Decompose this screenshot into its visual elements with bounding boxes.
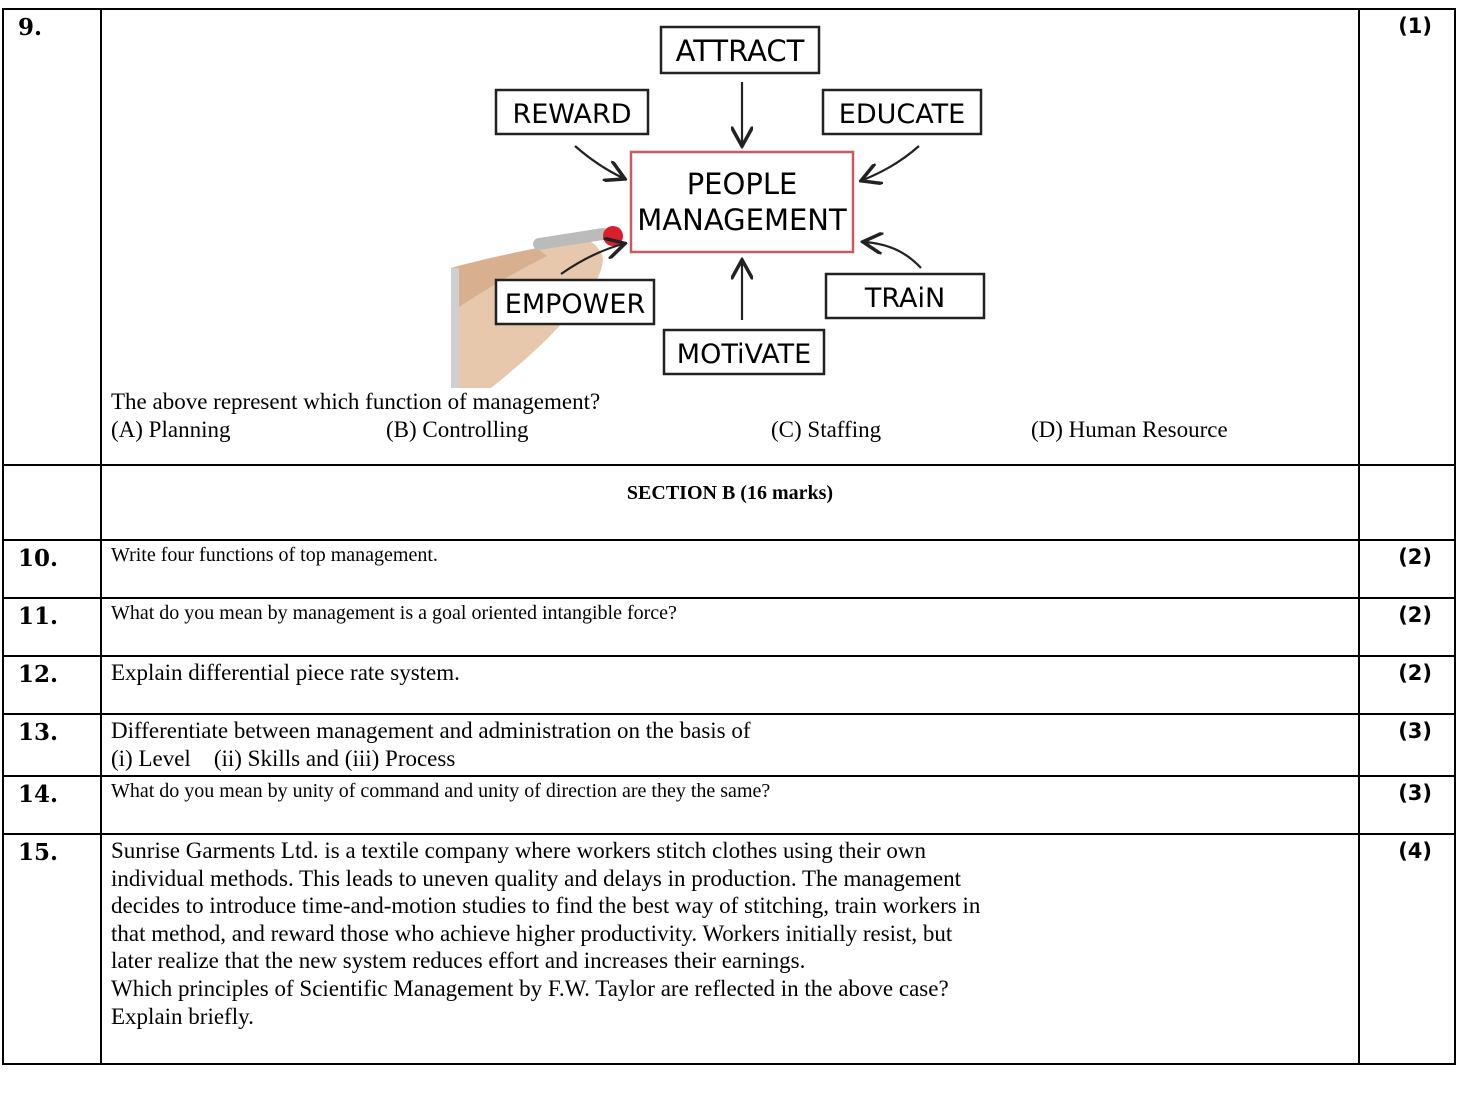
- empty-cell: [2, 464, 102, 541]
- section-heading: SECTION B (16 marks): [100, 464, 1360, 541]
- people-management-diagram: ATTRACT REWARD EDUCATE PEOPLE MANAGEMENT…: [111, 12, 1348, 388]
- options-row: (A) Planning (B) Controlling (C) Staffin…: [111, 416, 1348, 444]
- question-marks: (1): [1358, 8, 1456, 466]
- option-d: (D) Human Resource: [1031, 416, 1228, 442]
- train-label: TRAiN: [864, 283, 945, 314]
- question-number: 14.: [2, 775, 102, 835]
- question-body: ATTRACT REWARD EDUCATE PEOPLE MANAGEMENT…: [100, 8, 1360, 466]
- question-text-line: individual methods. This leads to uneven…: [111, 865, 961, 891]
- marker-body: [533, 228, 609, 250]
- marker-tip: [603, 226, 623, 246]
- people-management-box: [629, 150, 855, 254]
- question-body: Sunrise Garments Ltd. is a textile compa…: [100, 833, 1360, 1065]
- question-text-line: decides to introduce time-and-motion stu…: [111, 893, 981, 919]
- question-text: The above represent which function of ma…: [111, 389, 601, 414]
- question-text: What do you mean by unity of command and…: [100, 775, 1360, 835]
- train-box: [824, 272, 986, 320]
- question-number: 11.: [2, 597, 102, 657]
- question-body: Differentiate between management and adm…: [100, 713, 1360, 777]
- center-label-line2: MANAGEMENT: [637, 203, 847, 237]
- question-text-line: Which principles of Scientific Managemen…: [111, 975, 949, 1001]
- question-number: 15.: [2, 833, 102, 1065]
- table-row: 11. What do you mean by management is a …: [2, 597, 1456, 657]
- question-number: 9.: [2, 8, 102, 466]
- attract-box: [659, 25, 821, 75]
- arrow-educate: [863, 145, 920, 180]
- question-text-line: that method, and reward those who achiev…: [111, 920, 953, 946]
- attract-label: ATTRACT: [676, 34, 805, 68]
- empower-box: [494, 278, 656, 326]
- motivate-label: MOTiVATE: [677, 339, 811, 370]
- question-marks: (2): [1358, 655, 1456, 715]
- table-row: 9. ATTRACT REWARD EDUCATE: [2, 8, 1456, 466]
- question-marks: (2): [1358, 539, 1456, 599]
- question-text-line: Sunrise Garments Ltd. is a textile compa…: [111, 838, 927, 863]
- sleeve-edge: [451, 268, 459, 388]
- table-row: SECTION B (16 marks): [2, 464, 1456, 541]
- option-a: (A) Planning: [111, 416, 231, 442]
- question-text-line: (i) Level (ii) Skills and (iii) Process: [111, 745, 456, 771]
- question-text-line: later realize that the new system reduce…: [111, 948, 806, 974]
- table-row: 10. Write four functions of top manageme…: [2, 539, 1456, 599]
- question-number: 13.: [2, 713, 102, 777]
- option-b: (B) Controlling: [386, 416, 529, 442]
- educate-box: [821, 88, 983, 136]
- arrow-train: [865, 242, 922, 269]
- question-marks: (3): [1358, 775, 1456, 835]
- question-number: 10.: [2, 539, 102, 599]
- table-row: 14. What do you mean by unity of command…: [2, 775, 1456, 835]
- question-text: Explain differential piece rate system.: [100, 655, 1360, 715]
- table-row: 13. Differentiate between management and…: [2, 713, 1456, 777]
- reward-label: REWARD: [512, 99, 631, 130]
- question-marks: (4): [1358, 833, 1456, 1065]
- question-table: 9. ATTRACT REWARD EDUCATE: [2, 8, 1456, 1065]
- question-marks: (3): [1358, 713, 1456, 777]
- question-number: 12.: [2, 655, 102, 715]
- question-marks: (2): [1358, 597, 1456, 657]
- reward-box: [494, 88, 650, 136]
- question-text-line: Differentiate between management and adm…: [111, 718, 751, 743]
- question-text: Write four functions of top management.: [100, 539, 1360, 599]
- educate-label: EDUCATE: [839, 99, 965, 130]
- motivate-box: [662, 328, 826, 376]
- center-label-line1: PEOPLE: [687, 167, 798, 201]
- option-c: (C) Staffing: [771, 416, 882, 442]
- arrow-reward: [574, 145, 623, 178]
- table-row: 15. Sunrise Garments Ltd. is a textile c…: [2, 833, 1456, 1065]
- diagram-image: ATTRACT REWARD EDUCATE PEOPLE MANAGEMENT…: [451, 25, 986, 388]
- empty-cell: [1358, 464, 1456, 541]
- question-text-line: Explain briefly.: [111, 1003, 254, 1029]
- table-row: 12. Explain differential piece rate syst…: [2, 655, 1456, 715]
- question-text: What do you mean by management is a goal…: [100, 597, 1360, 657]
- arrow-empower: [560, 244, 623, 275]
- empower-label: EMPOWER: [505, 289, 645, 320]
